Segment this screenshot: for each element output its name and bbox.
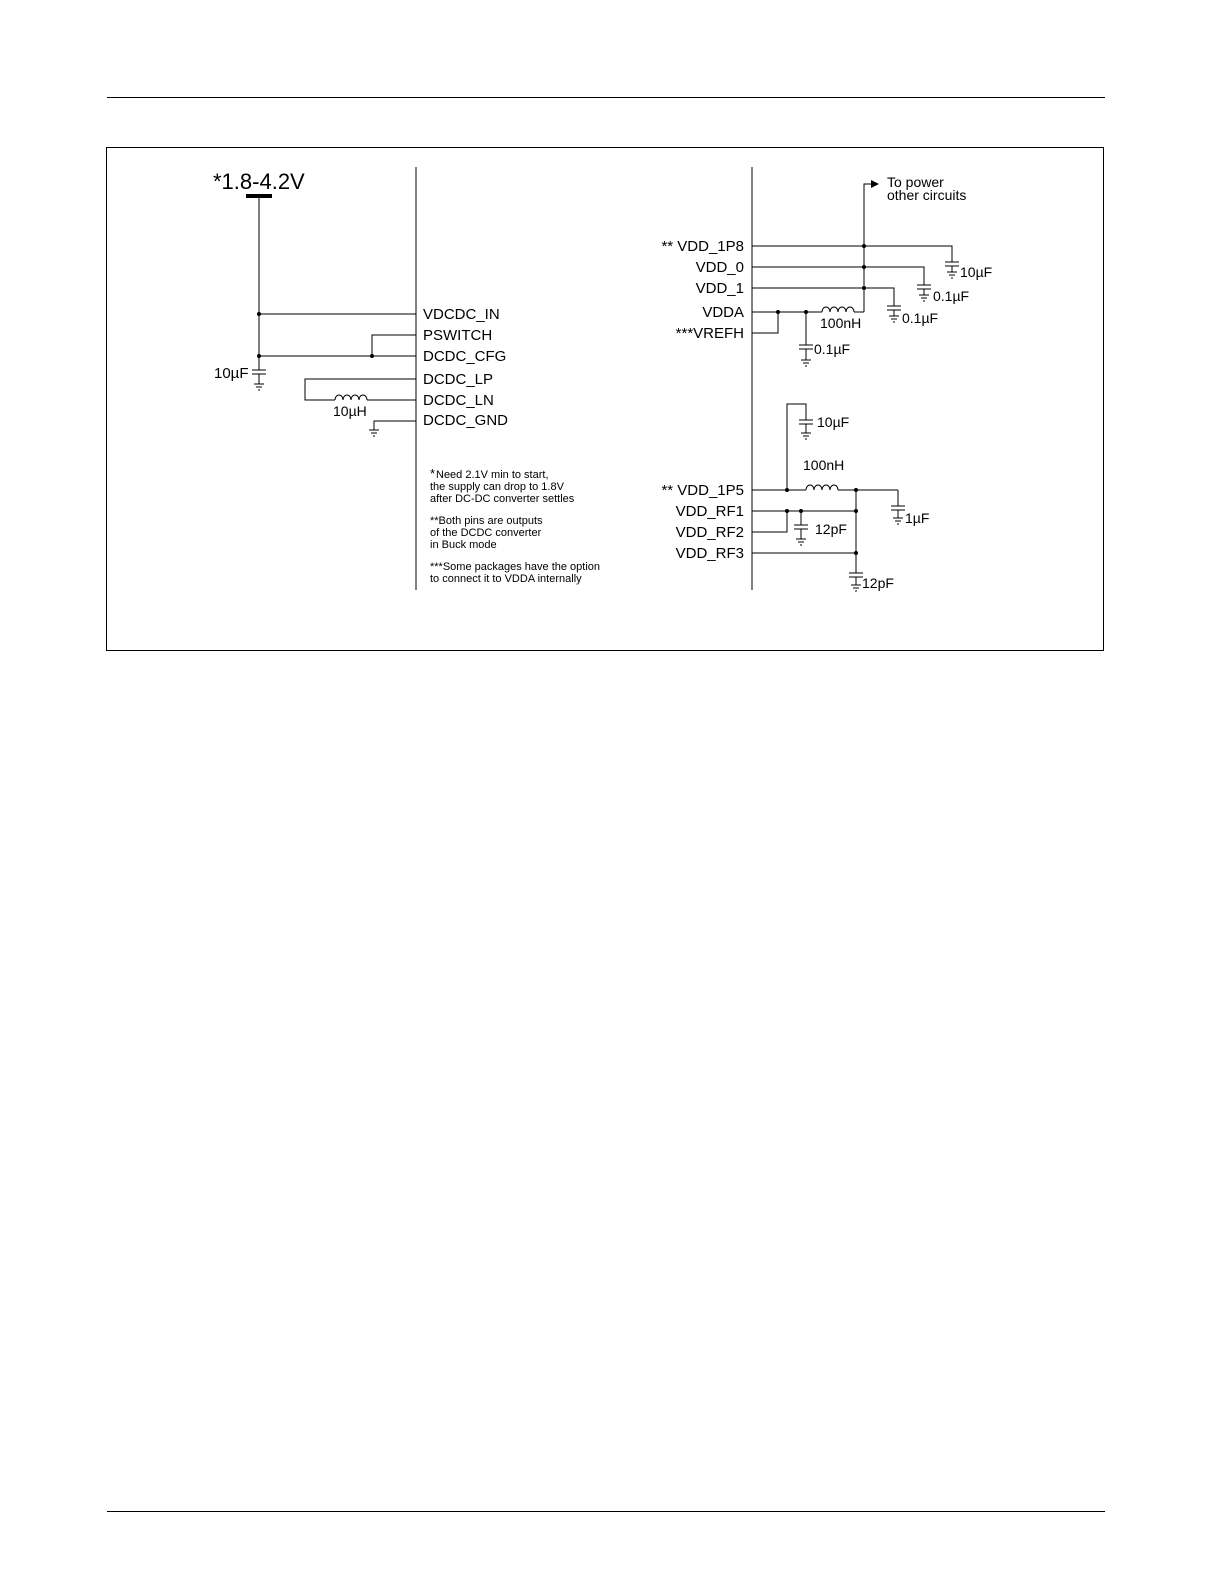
figure-frame [106, 147, 1104, 651]
junction-dot [854, 509, 858, 513]
cap-1p5-label: 10µF [817, 414, 849, 430]
pin-vdcdc-in: VDCDC_IN [423, 306, 500, 323]
note3-line2: to connect it to VDDA internally [430, 573, 582, 585]
wire-1p5-cap [786, 403, 807, 490]
note1-star: * [430, 466, 435, 481]
wire-dcdc-gnd [373, 420, 416, 430]
capacitor-symbol [799, 344, 813, 367]
capacitor-symbol [917, 284, 931, 302]
junction-dot [257, 354, 261, 358]
right-power-block: To power other circuits 10µF 0.1µF [661, 167, 992, 592]
arrow-to-other-circuits [863, 180, 879, 246]
note1-line3: after DC-DC converter settles [430, 493, 575, 505]
inductor-symbol [805, 484, 839, 491]
pin-dcdc-lp: DCDC_LP [423, 371, 493, 388]
pin-vdd-1p5: ** VDD_1P5 [661, 482, 744, 499]
cap-rf3-label: 12pF [862, 575, 894, 591]
inductor-symbol [334, 394, 368, 401]
arrow-label-line2: other circuits [887, 187, 966, 203]
vdda-inductor-label: 100nH [820, 315, 861, 331]
cap-1p8-label: 10µF [960, 264, 992, 280]
note2-line3: in Buck mode [430, 539, 497, 551]
capacitor-symbol [799, 419, 813, 440]
left-inductor-label: 10µH [333, 403, 367, 419]
footer-rule [107, 1511, 1105, 1512]
junction-dot [785, 488, 789, 492]
pin-vdda: VDDA [702, 304, 744, 321]
supply-voltage-label: *1.8-4.2V [213, 169, 305, 194]
pin-vdd-rf3: VDD_RF3 [676, 545, 744, 562]
pin-vrefh: ***VREFH [676, 325, 744, 342]
footnotes: * Need 2.1V min to start, the supply can… [430, 466, 600, 585]
pin-dcdc-cfg: DCDC_CFG [423, 348, 506, 365]
note2-line1: **Both pins are outputs [430, 515, 543, 527]
capacitor-symbol [891, 505, 905, 525]
wire-pswitch [371, 334, 416, 356]
capacitor-symbol [945, 261, 959, 279]
wire-vdd-1 [752, 287, 895, 306]
arrow-label-line1: To power [887, 174, 944, 190]
cap-rf-out-label: 1µF [905, 510, 929, 526]
cap-vdd0-label: 0.1µF [933, 288, 969, 304]
cap-vdd1-label: 0.1µF [902, 310, 938, 326]
pin-dcdc-gnd: DCDC_GND [423, 412, 508, 429]
pin-vdd-1: VDD_1 [696, 280, 744, 297]
capacitor-symbol [252, 369, 266, 391]
note1-line2: the supply can drop to 1.8V [430, 481, 565, 493]
left-dcdc-block: *1.8-4.2V 10µF 10µH [213, 167, 600, 590]
pin-vdd-rf2: VDD_RF2 [676, 524, 744, 541]
note2-line2: of the DCDC converter [430, 527, 542, 539]
cap-rf2-label: 12pF [815, 521, 847, 537]
pin-pswitch: PSWITCH [423, 327, 492, 344]
note3-line1: ***Some packages have the option [430, 561, 600, 573]
note1-line1: Need 2.1V min to start, [436, 469, 549, 481]
wire-dcdc-lp [304, 378, 416, 401]
capacitor-symbol [849, 572, 863, 592]
inductor-symbol [821, 306, 855, 313]
pin-dcdc-ln: DCDC_LN [423, 392, 494, 409]
pin-vdd-0: VDD_0 [696, 259, 744, 276]
cap-vdda-label: 0.1µF [814, 341, 850, 357]
junction-dot [854, 551, 858, 555]
wire-vdd-0 [752, 266, 925, 285]
ground-icon [369, 429, 379, 437]
wire-vdd-1p8 [752, 245, 953, 262]
rf-inductor-label: 100nH [803, 457, 844, 473]
junction-dot [370, 354, 374, 358]
capacitor-symbol [887, 305, 901, 323]
wire-vdd-rf2 [752, 511, 788, 533]
junction-dot [257, 312, 261, 316]
left-cap-label: 10µF [214, 365, 249, 382]
wire-vrefh [752, 312, 779, 334]
pin-vdd-rf1: VDD_RF1 [676, 503, 744, 520]
capacitor-symbol [794, 524, 808, 546]
pin-vdd-1p8: ** VDD_1P8 [661, 238, 744, 255]
header-rule [107, 97, 1105, 98]
